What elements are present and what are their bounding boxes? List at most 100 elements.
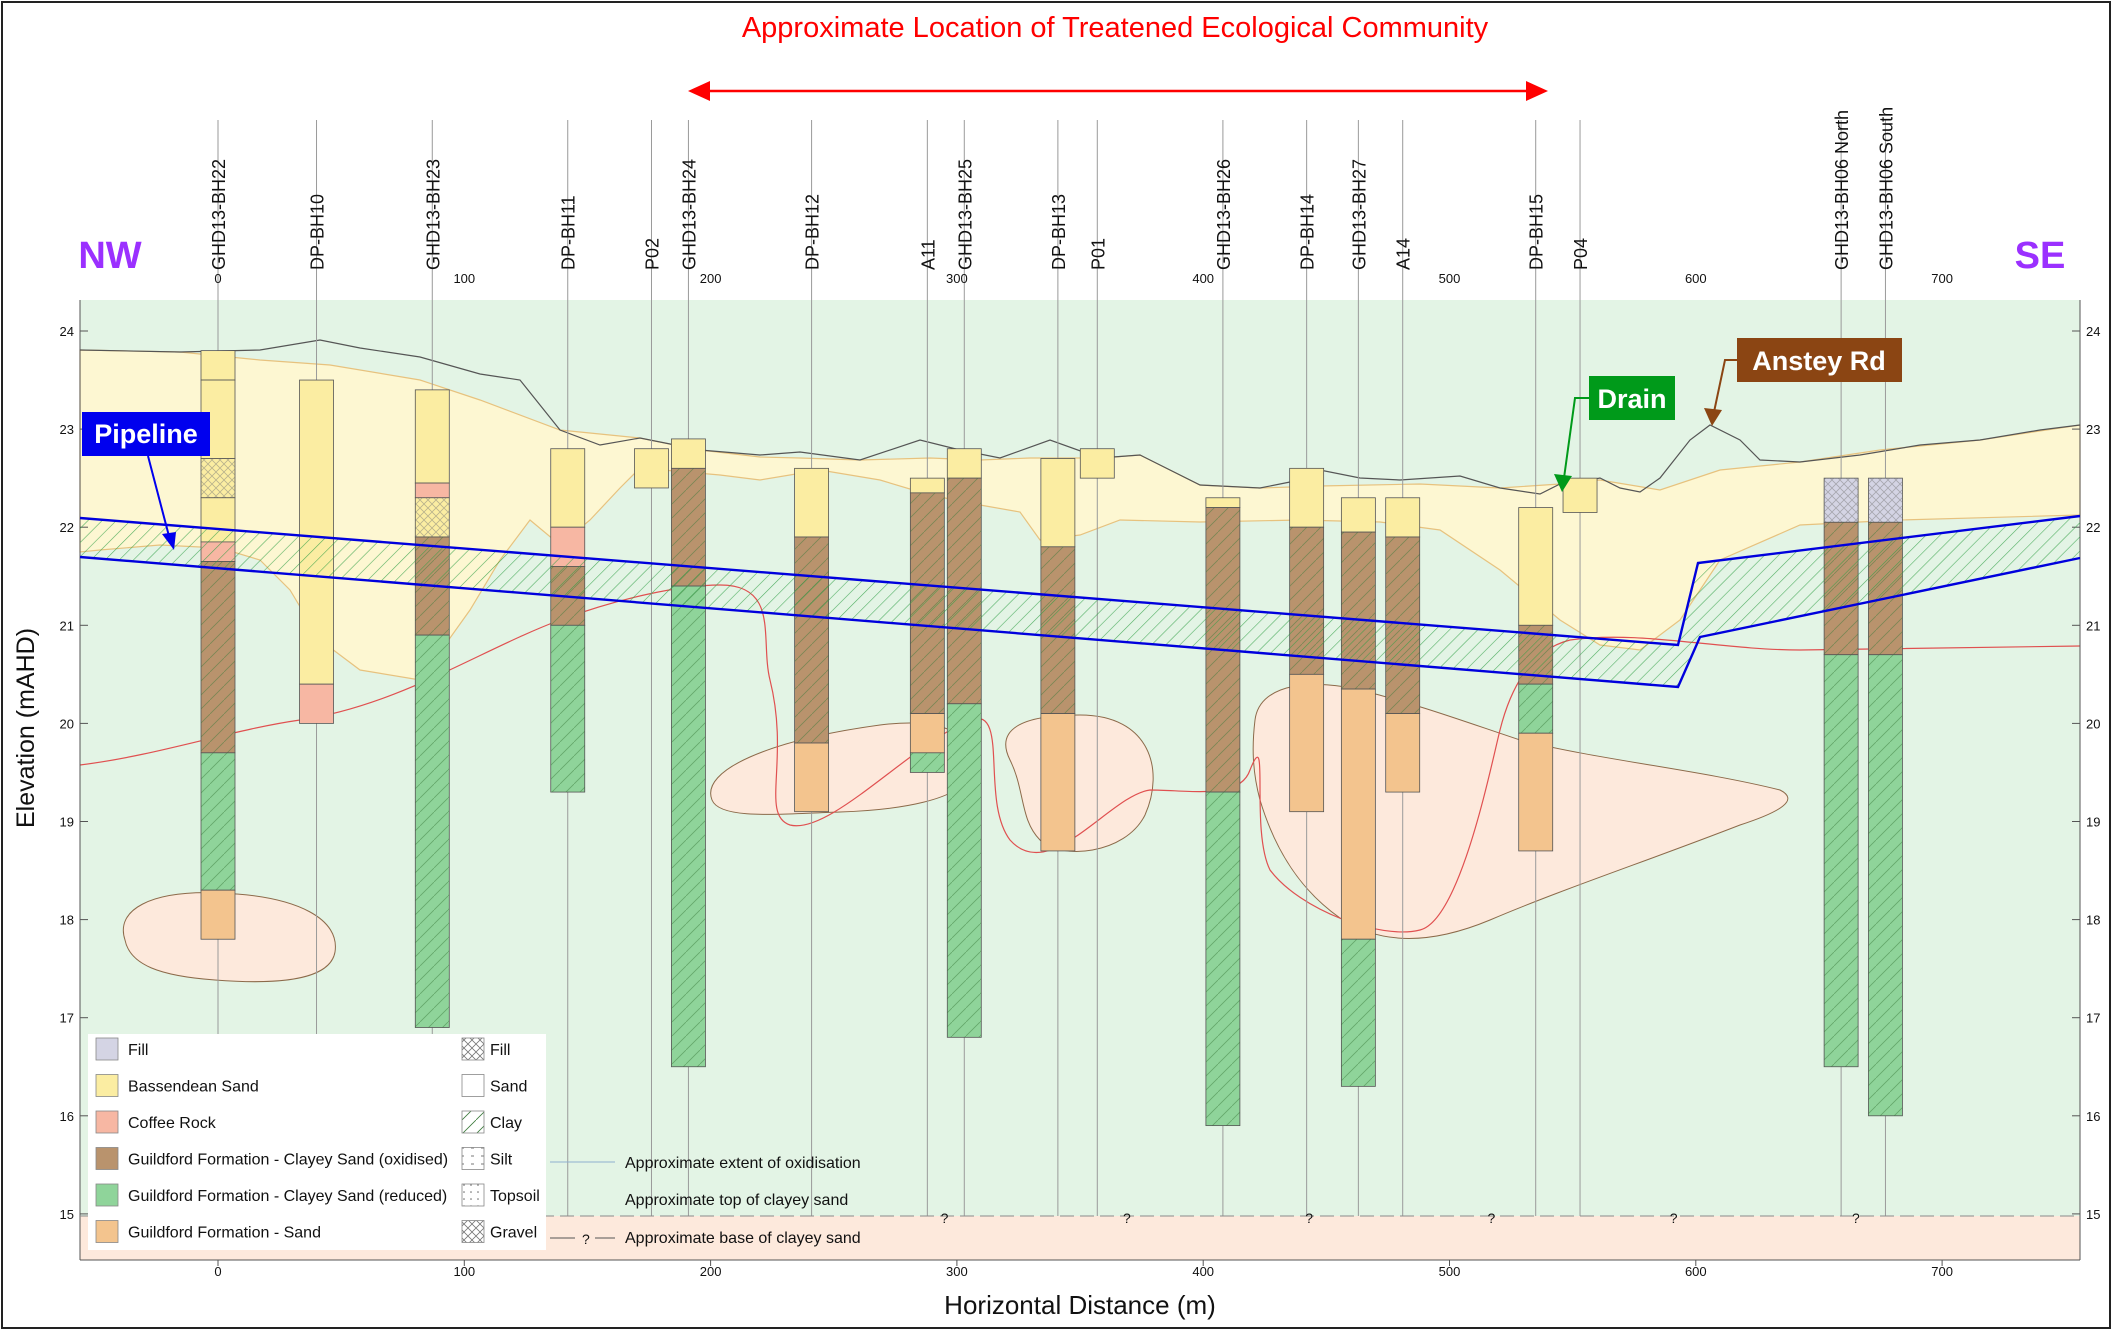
borehole-layer bbox=[1205, 497, 1241, 508]
borehole-layer-pattern bbox=[1824, 478, 1859, 523]
legend-pattern-swatch bbox=[461, 1220, 485, 1243]
y-tick-label: 19 bbox=[2086, 815, 2100, 830]
borehole-layer-pattern bbox=[415, 497, 450, 538]
legend-unit-label: Coffee Rock bbox=[128, 1115, 217, 1132]
borehole-label: P01 bbox=[1088, 238, 1108, 270]
question-mark-label: ? bbox=[941, 1210, 949, 1226]
borehole-layer-pattern bbox=[794, 537, 829, 744]
borehole-label: GHD13-BH27 bbox=[1349, 159, 1369, 270]
legend-swatch bbox=[95, 1147, 119, 1170]
borehole-layer-pattern bbox=[1341, 939, 1376, 1087]
y-tick-label: 20 bbox=[60, 716, 74, 731]
x-axis-title: Horizontal Distance (m) bbox=[944, 1290, 1216, 1320]
borehole-layer bbox=[299, 379, 334, 685]
x-tick-label-top: 100 bbox=[453, 271, 475, 286]
legend-lines: Approximate extent of oxidisation Approx… bbox=[550, 1155, 861, 1247]
borehole-label: P02 bbox=[642, 238, 662, 270]
x-tick-label-top: 0 bbox=[214, 271, 221, 286]
legend-swatch bbox=[95, 1183, 119, 1207]
y-tick-label: 15 bbox=[2086, 1207, 2100, 1222]
y-tick-label: 19 bbox=[60, 815, 74, 830]
legend-swatch bbox=[95, 1074, 119, 1097]
borehole-layer bbox=[200, 350, 236, 381]
y-tick-label: 16 bbox=[2086, 1109, 2100, 1124]
borehole-label: GHD13-BH23 bbox=[423, 159, 443, 270]
legend-pattern-label: Fill bbox=[490, 1042, 510, 1059]
x-tick-label-top: 500 bbox=[1439, 271, 1461, 286]
borehole-layer bbox=[1289, 467, 1325, 528]
pipeline-callout-box bbox=[82, 412, 210, 456]
borehole-layer bbox=[1385, 713, 1421, 793]
borehole-layer bbox=[909, 713, 945, 754]
legend-pattern-label: Sand bbox=[490, 1079, 527, 1096]
legend-line-base-q: ? bbox=[582, 1231, 590, 1247]
y-tick-label: 18 bbox=[2086, 913, 2100, 928]
nw-label: NW bbox=[78, 235, 141, 277]
y-tick-label: 17 bbox=[2086, 1011, 2100, 1026]
borehole-layer bbox=[671, 438, 706, 469]
question-mark-label: ? bbox=[1487, 1210, 1495, 1226]
question-mark-label: ? bbox=[1305, 1210, 1313, 1226]
borehole-layer bbox=[946, 448, 982, 479]
y-tick-label: 21 bbox=[2086, 618, 2100, 633]
legend-pattern-swatch bbox=[461, 1147, 485, 1170]
diagram-title: Approximate Location of Treatened Ecolog… bbox=[742, 12, 1489, 44]
drain-callout-label: Drain bbox=[1597, 384, 1666, 414]
legend-pattern-swatch bbox=[461, 1037, 485, 1061]
borehole-layer bbox=[550, 448, 586, 528]
borehole-layer-pattern bbox=[671, 586, 706, 1067]
borehole-layer bbox=[794, 742, 829, 813]
pipeline-top-line bbox=[79, 514, 2081, 647]
borehole-layer bbox=[1385, 497, 1421, 538]
x-tick-label-bottom: 100 bbox=[453, 1264, 475, 1279]
legend-unit-label: Bassendean Sand bbox=[128, 1079, 259, 1096]
legend-pattern-swatch bbox=[461, 1183, 485, 1207]
legend-pattern-swatch bbox=[461, 1110, 485, 1134]
y-tick-label: 23 bbox=[60, 422, 74, 437]
x-tick-label-bottom: 700 bbox=[1931, 1264, 1953, 1279]
legend-swatch bbox=[95, 1037, 119, 1061]
y-tick-label: 17 bbox=[60, 1011, 74, 1026]
question-mark-label: ? bbox=[1123, 1210, 1131, 1226]
borehole-label: DP-BH12 bbox=[803, 194, 823, 270]
borehole-layer-pattern bbox=[201, 561, 235, 753]
borehole-layer bbox=[794, 467, 829, 538]
borehole-layer bbox=[909, 477, 945, 494]
borehole-layer-pattern bbox=[201, 752, 235, 891]
borehole-layer-pattern bbox=[1341, 532, 1376, 690]
borehole-label: DP-BH13 bbox=[1049, 194, 1069, 270]
x-tick-label-top: 400 bbox=[1192, 271, 1214, 286]
borehole-layer bbox=[1518, 732, 1554, 852]
pipeline-callout: Pipeline bbox=[82, 412, 210, 550]
y-tick-label: 23 bbox=[2086, 422, 2100, 437]
legend-pattern-label: Gravel bbox=[490, 1225, 537, 1242]
anstey-rd-callout-label: Anstey Rd bbox=[1752, 346, 1886, 376]
x-tick-label-top: 300 bbox=[946, 271, 968, 286]
pipeline-callout-label: Pipeline bbox=[94, 419, 198, 449]
borehole-layer-pattern bbox=[910, 752, 945, 773]
borehole-layer bbox=[634, 448, 669, 489]
x-tick-label-bottom: 0 bbox=[214, 1264, 221, 1279]
legend-line-label-top: Approximate top of clayey sand bbox=[625, 1192, 848, 1209]
borehole-layer-pattern bbox=[1824, 654, 1859, 1067]
borehole-label: P04 bbox=[1571, 238, 1591, 270]
legend-pattern-label: Topsoil bbox=[490, 1188, 540, 1205]
y-tick-label: 24 bbox=[2086, 324, 2100, 339]
borehole-layer-pattern bbox=[947, 703, 982, 1038]
y-tick-label: 18 bbox=[60, 913, 74, 928]
x-tick-label-bottom: 200 bbox=[700, 1264, 722, 1279]
borehole-layer bbox=[1289, 673, 1325, 813]
question-mark-label: ? bbox=[1852, 1210, 1860, 1226]
legend-swatch bbox=[95, 1220, 119, 1243]
borehole-layer bbox=[1040, 458, 1076, 548]
anstey-rd-callout: Anstey Rd bbox=[1704, 338, 1902, 426]
borehole-layer-pattern bbox=[1868, 478, 1903, 523]
